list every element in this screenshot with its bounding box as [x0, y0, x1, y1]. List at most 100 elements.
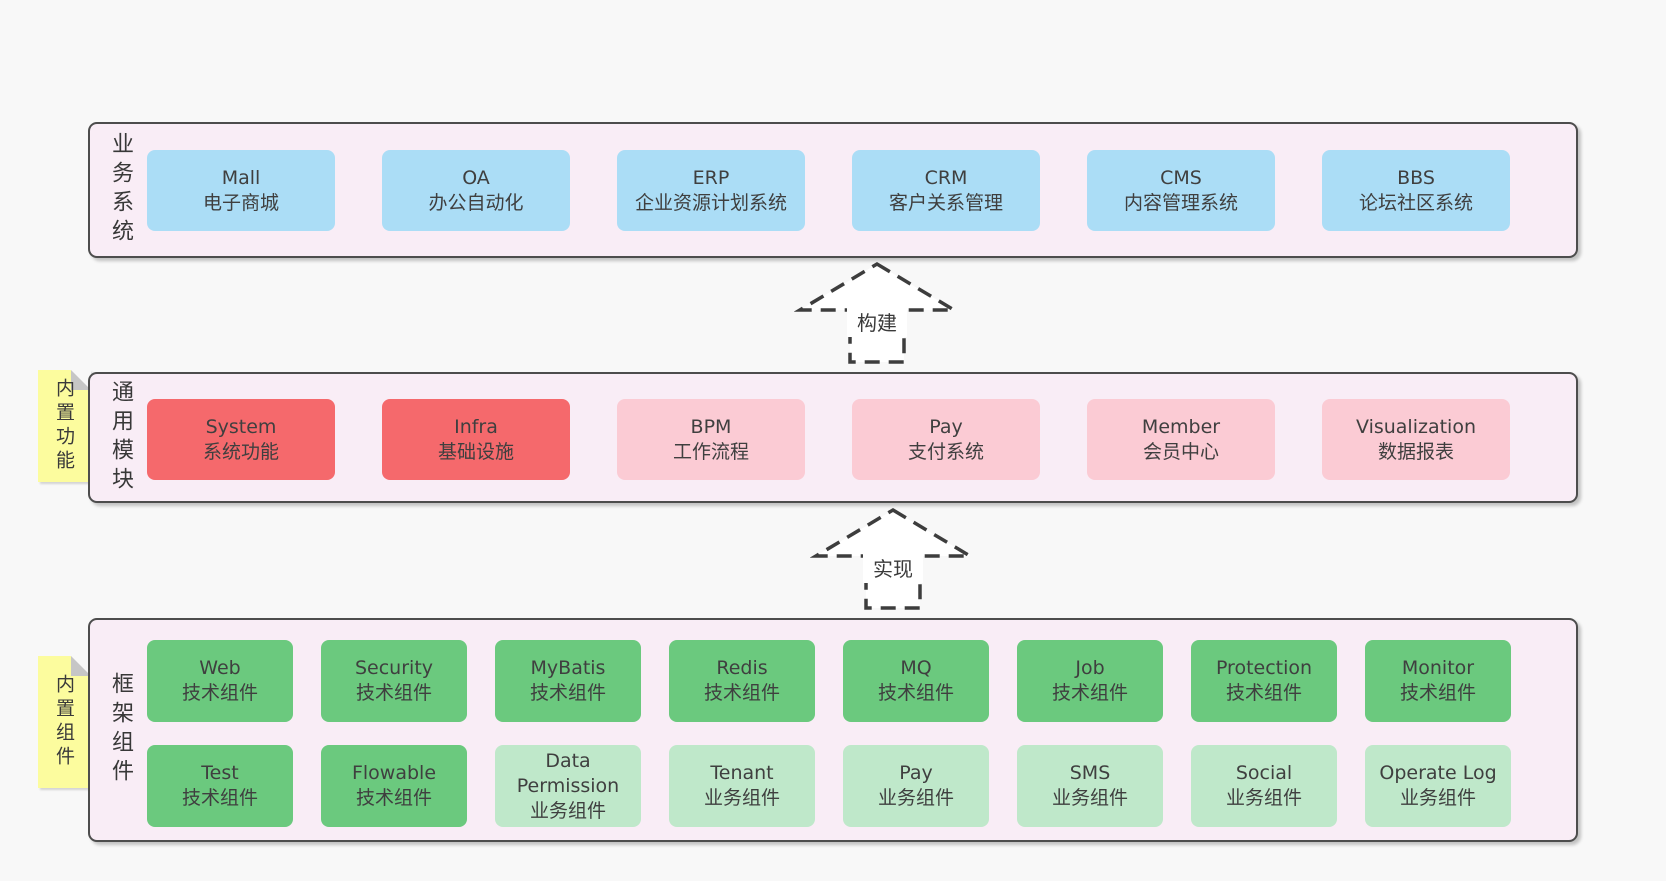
- box-pay-business: Pay 业务组件: [843, 745, 989, 827]
- box-title: Tenant: [710, 762, 774, 784]
- box-title: Visualization: [1355, 415, 1476, 438]
- arrow-implement-label: 实现: [873, 557, 913, 581]
- layer-label: 通用模块: [108, 379, 133, 496]
- box-subtitle: 技术组件: [355, 787, 432, 809]
- box-subtitle: 技术组件: [529, 682, 606, 704]
- box-title: BPM: [690, 415, 732, 438]
- folded-corner-icon: [71, 370, 91, 390]
- box-title: CRM: [924, 166, 968, 189]
- box-member: Member 会员中心: [1087, 399, 1275, 480]
- note-built-in-features: 内置功能: [38, 370, 91, 482]
- common-modules-row: System 系统功能 Infra 基础设施 BPM 工作流程 Pay 支付系统…: [147, 399, 1510, 480]
- box-title: ERP: [692, 166, 730, 189]
- box-subtitle: 基础设施: [437, 440, 514, 463]
- box-subtitle: 技术组件: [877, 682, 954, 704]
- box-title: MyBatis: [530, 657, 606, 679]
- box-title: Job: [1075, 657, 1105, 679]
- box-subtitle: 技术组件: [181, 682, 258, 704]
- box-system: System 系统功能: [147, 399, 335, 480]
- box-title: Social: [1235, 762, 1293, 784]
- framework-components-row-2: Test 技术组件 Flowable 技术组件 Data Permission …: [147, 745, 1511, 827]
- box-title: Flowable: [351, 762, 437, 784]
- box-subtitle: 客户关系管理: [888, 191, 1003, 214]
- arrow-label-backing: [863, 554, 923, 583]
- box-subtitle: 企业资源计划系统: [634, 191, 787, 214]
- box-subtitle: 业务组件: [1225, 787, 1302, 809]
- box-subtitle: 技术组件: [703, 682, 780, 704]
- box-subtitle: 业务组件: [1399, 787, 1476, 809]
- box-title: SMS: [1069, 762, 1111, 784]
- box-title: System: [205, 415, 277, 438]
- layer-common-modules: 通用模块 System 系统功能 Infra 基础设施 BPM 工作流程 Pay…: [88, 372, 1578, 503]
- box-subtitle: 业务组件: [877, 787, 954, 809]
- box-title: Mall: [221, 166, 261, 189]
- box-subtitle: 支付系统: [907, 440, 984, 463]
- box-title: Data Permission: [516, 749, 620, 797]
- box-subtitle: 技术组件: [1399, 682, 1476, 704]
- box-subtitle: 业务组件: [1051, 787, 1128, 809]
- box-visualization: Visualization 数据报表: [1322, 399, 1510, 480]
- layer-label: 业务系统: [108, 132, 133, 248]
- layer-framework-components: 框架组件 Web 技术组件 Security 技术组件 MyBatis 技术组件…: [88, 618, 1578, 842]
- box-subtitle: 会员中心: [1142, 440, 1219, 463]
- box-title: Pay: [899, 762, 933, 784]
- arrow-label-backing: [847, 308, 907, 337]
- box-title: Member: [1141, 415, 1221, 438]
- box-social: Social 业务组件: [1191, 745, 1337, 827]
- box-mq: MQ 技术组件: [843, 640, 989, 722]
- box-pay: Pay 支付系统: [852, 399, 1040, 480]
- box-subtitle: 电子商城: [202, 191, 279, 214]
- box-subtitle: 业务组件: [703, 787, 780, 809]
- box-operate-log: Operate Log 业务组件: [1365, 745, 1511, 827]
- box-crm: CRM 客户关系管理: [852, 150, 1040, 231]
- box-flowable: Flowable 技术组件: [321, 745, 467, 827]
- box-title: Infra: [454, 415, 498, 438]
- box-infra: Infra 基础设施: [382, 399, 570, 480]
- box-subtitle: 技术组件: [1225, 682, 1302, 704]
- box-data-permission: Data Permission 业务组件: [495, 745, 641, 827]
- arrow-build: 构建: [794, 261, 960, 364]
- arrow-implement: 实现: [810, 507, 976, 610]
- box-title: Monitor: [1401, 657, 1475, 679]
- framework-components-row-1: Web 技术组件 Security 技术组件 MyBatis 技术组件 Redi…: [147, 640, 1511, 722]
- box-security: Security 技术组件: [321, 640, 467, 722]
- box-title: OA: [462, 166, 490, 189]
- layer-business-systems: 业务系统 Mall 电子商城 OA 办公自动化 ERP 企业资源计划系统 CRM…: [88, 122, 1578, 258]
- folded-corner-icon: [71, 656, 91, 676]
- box-title: Operate Log: [1379, 762, 1497, 784]
- note-built-in-components: 内置组件: [38, 656, 91, 788]
- box-title: Security: [354, 657, 434, 679]
- box-title: MQ: [900, 657, 932, 679]
- box-test: Test 技术组件: [147, 745, 293, 827]
- box-web: Web 技术组件: [147, 640, 293, 722]
- box-protection: Protection 技术组件: [1191, 640, 1337, 722]
- box-subtitle: 论坛社区系统: [1358, 191, 1473, 214]
- box-subtitle: 数据报表: [1377, 440, 1454, 463]
- box-mall: Mall 电子商城: [147, 150, 335, 231]
- box-title: Protection: [1215, 657, 1313, 679]
- note-label: 内置功能: [53, 378, 75, 474]
- box-title: Pay: [929, 415, 963, 438]
- box-sms: SMS 业务组件: [1017, 745, 1163, 827]
- note-label: 内置组件: [53, 674, 75, 770]
- box-title: Redis: [716, 657, 768, 679]
- box-title: Web: [199, 657, 241, 679]
- box-job: Job 技术组件: [1017, 640, 1163, 722]
- box-monitor: Monitor 技术组件: [1365, 640, 1511, 722]
- box-subtitle: 技术组件: [355, 682, 432, 704]
- box-subtitle: 技术组件: [1051, 682, 1128, 704]
- box-erp: ERP 企业资源计划系统: [617, 150, 805, 231]
- box-oa: OA 办公自动化: [382, 150, 570, 231]
- box-cms: CMS 内容管理系统: [1087, 150, 1275, 231]
- box-subtitle: 内容管理系统: [1123, 191, 1238, 214]
- box-subtitle: 业务组件: [529, 799, 606, 822]
- layer-label: 框架组件: [108, 672, 133, 788]
- box-bpm: BPM 工作流程: [617, 399, 805, 480]
- box-title: BBS: [1397, 166, 1435, 189]
- box-subtitle: 办公自动化: [428, 191, 524, 214]
- box-subtitle: 技术组件: [181, 787, 258, 809]
- box-redis: Redis 技术组件: [669, 640, 815, 722]
- box-bbs: BBS 论坛社区系统: [1322, 150, 1510, 231]
- arrow-build-label: 构建: [857, 311, 897, 335]
